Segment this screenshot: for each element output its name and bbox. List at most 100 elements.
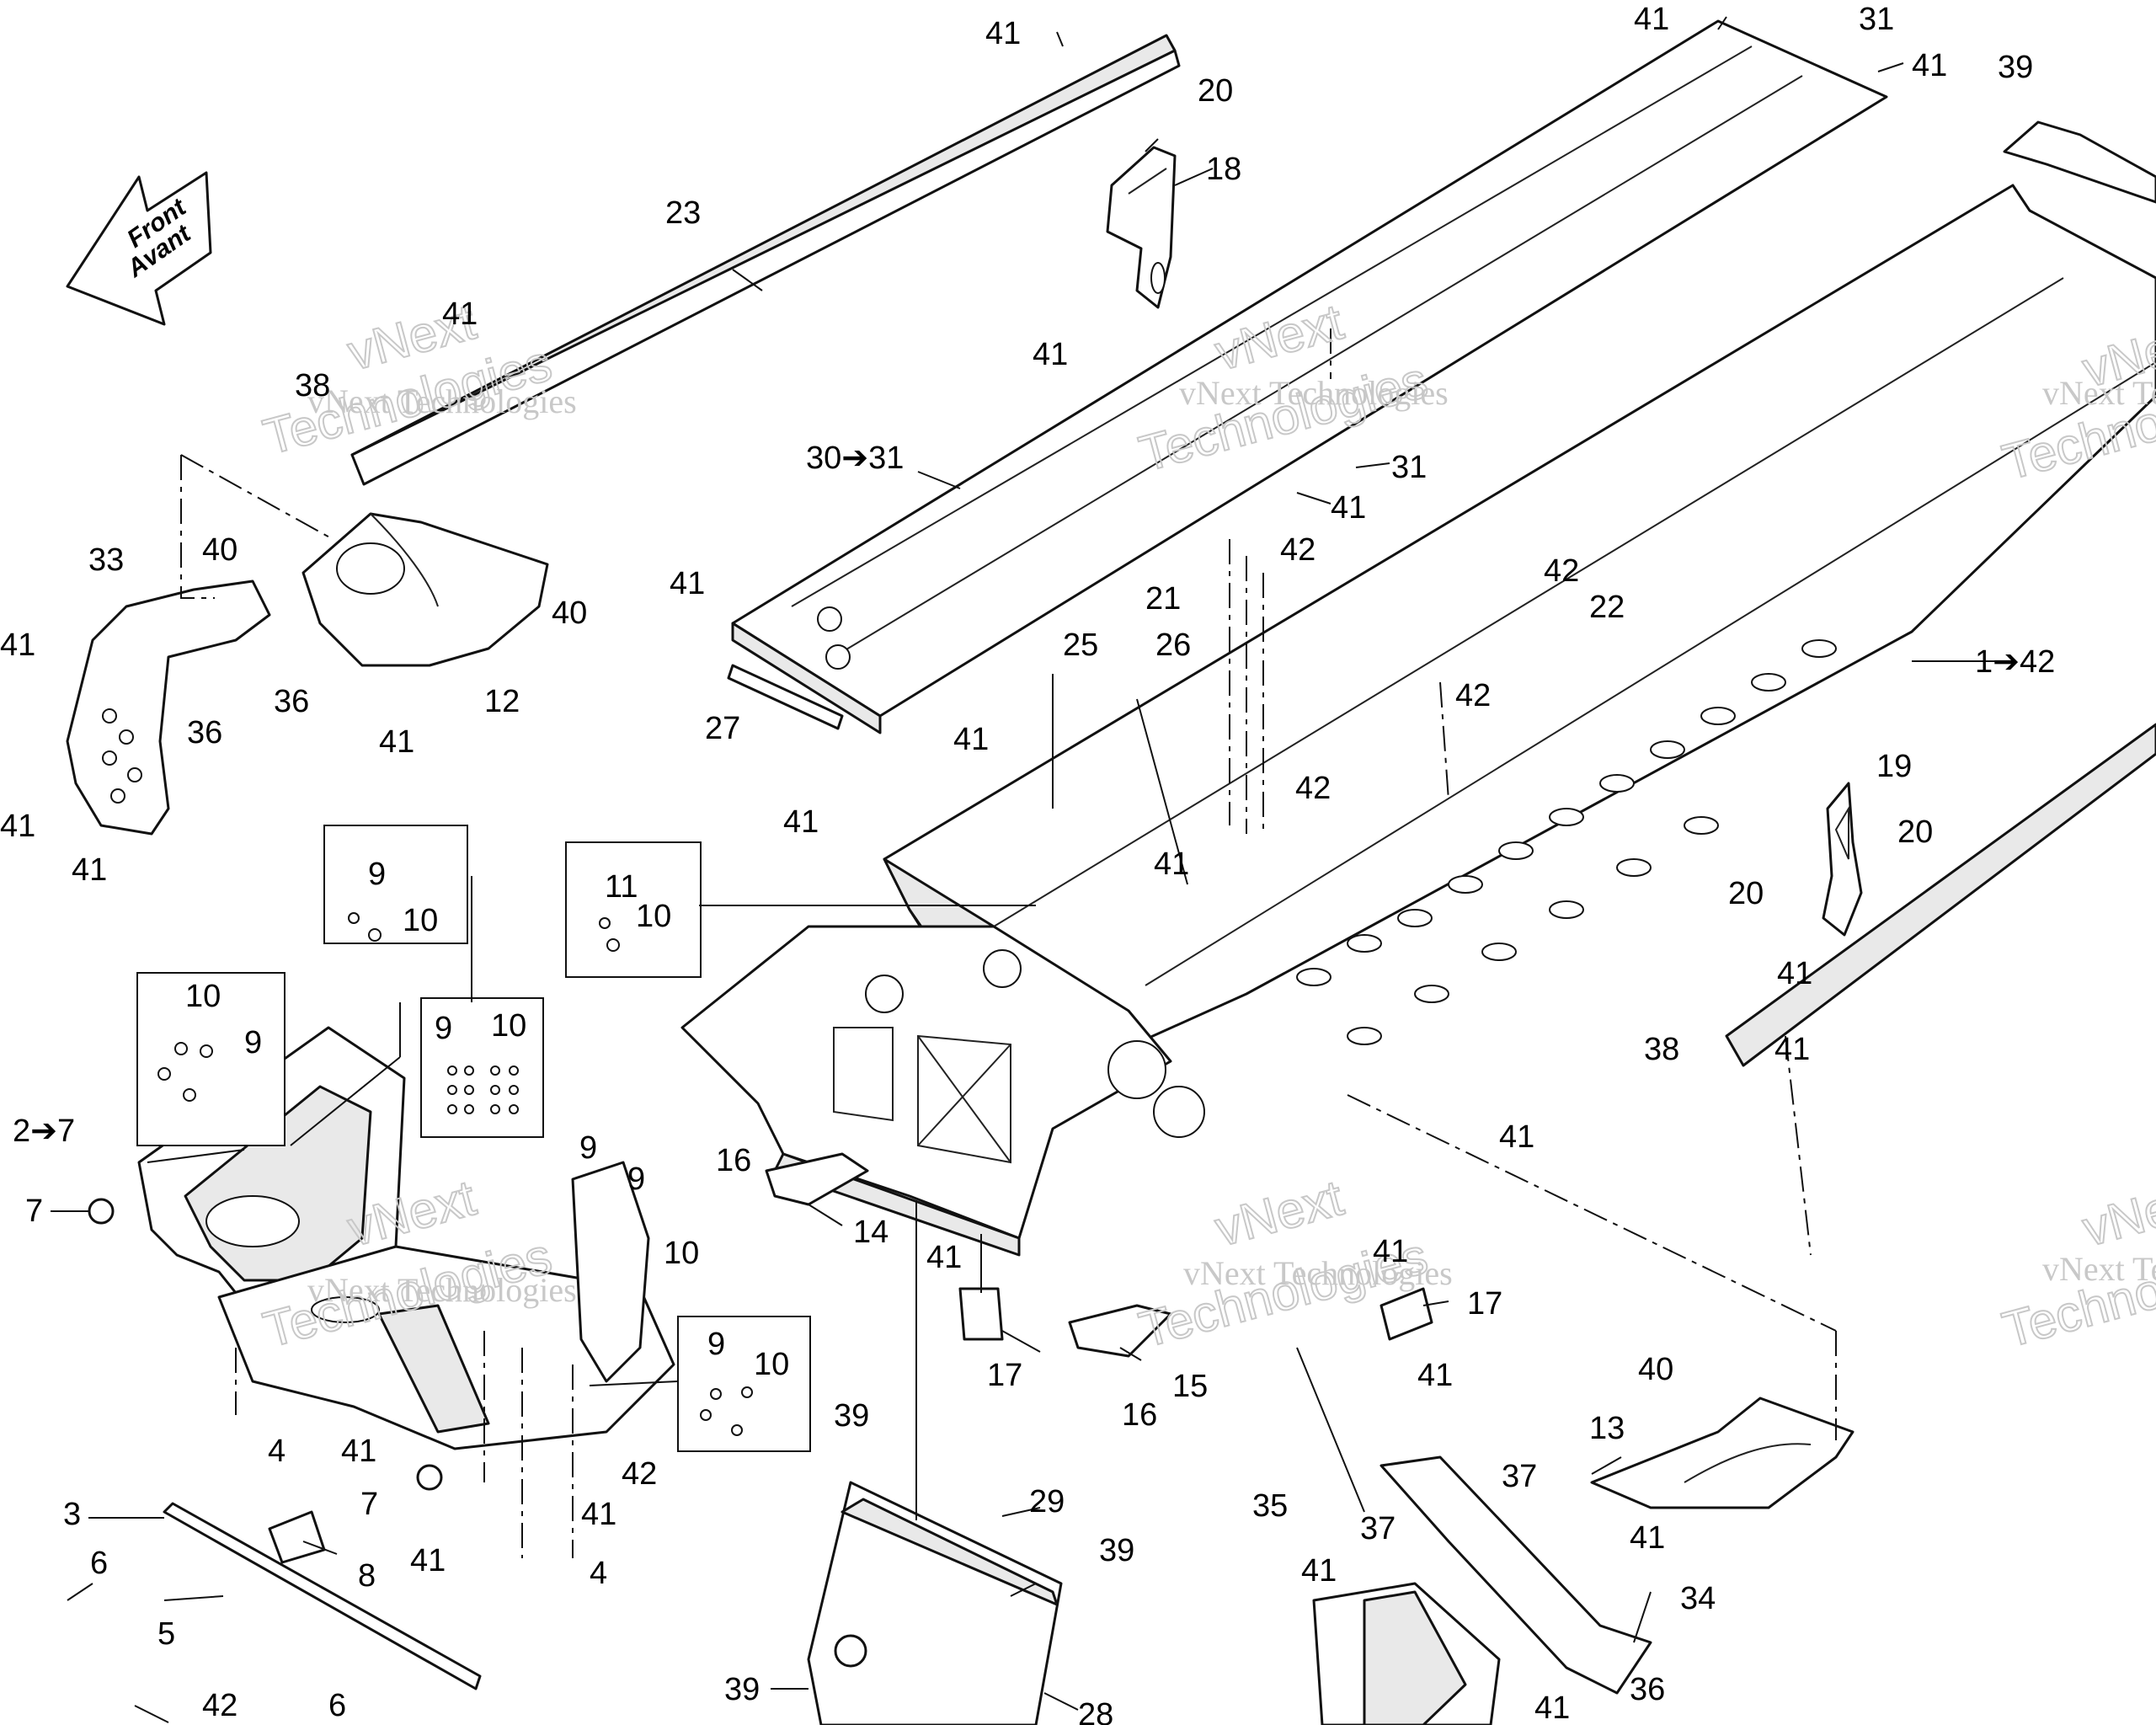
callout-label: 15 <box>1172 1369 1208 1404</box>
fasteners-box-contents <box>157 912 753 1436</box>
callout-label: 29 <box>1029 1484 1065 1519</box>
callout-label: 25 <box>1063 628 1098 663</box>
crossbar-part-3 <box>163 1502 482 1690</box>
callout-label: 42 <box>1455 678 1491 713</box>
callout-label: 7 <box>360 1487 378 1522</box>
callout-label: 27 <box>705 711 740 746</box>
callout-label: 42 <box>202 1688 237 1723</box>
callout-label: 41 <box>985 16 1021 51</box>
callout-label: 34 <box>1680 1581 1716 1616</box>
callout-label: 30➔31 <box>806 441 904 476</box>
callout-label: 42 <box>1280 532 1315 568</box>
callout-label: 39 <box>1998 50 2033 85</box>
callout-label: 41 <box>1534 1690 1570 1725</box>
bracket-part-33 <box>66 579 271 836</box>
callout-label: 5 <box>157 1616 175 1652</box>
bushing-part-7-lower <box>416 1464 443 1491</box>
callout-label: 41 <box>926 1240 962 1275</box>
callout-label: 39 <box>834 1398 869 1434</box>
callout-label: 16 <box>716 1143 751 1178</box>
callout-label: 41 <box>1634 2 1669 37</box>
watermark-text: vNext <box>1209 1169 1349 1257</box>
hardware-box-9-10-grid <box>420 997 544 1138</box>
callout-label: 26 <box>1155 628 1191 663</box>
bushing-part-7-upper <box>88 1198 115 1225</box>
plate-part-8 <box>268 1510 326 1564</box>
callout-label: 40 <box>552 595 587 631</box>
callout-label: 33 <box>88 542 124 578</box>
alignment-lines <box>180 328 1837 1558</box>
callout-label: 41 <box>1373 1234 1408 1269</box>
rail-part-23 <box>350 34 1181 486</box>
watermark-text: vNext <box>2077 1169 2156 1257</box>
callout-label: 39 <box>1099 1533 1134 1568</box>
callout-label: 13 <box>1589 1411 1625 1446</box>
callout-label: 20 <box>1728 876 1764 911</box>
callout-label: 17 <box>987 1358 1022 1393</box>
strip-part-27 <box>727 664 844 730</box>
callout-label: 4 <box>268 1434 286 1469</box>
callout-label: 41 <box>1417 1358 1453 1393</box>
callout-label: 37 <box>1360 1511 1396 1546</box>
callout-label: 19 <box>1876 749 1912 784</box>
callout-label: 41 <box>1033 337 1068 372</box>
callout-label: 20 <box>1198 73 1233 109</box>
callout-label: 31 <box>1391 450 1427 485</box>
leader-lines <box>51 16 2004 1723</box>
hardware-box-9-10-top <box>323 825 468 944</box>
callout-label: 41 <box>1499 1119 1534 1155</box>
callout-label: 41 <box>72 852 107 888</box>
callout-label: 7 <box>25 1194 43 1229</box>
hardware-box-9-10-bottom <box>677 1316 811 1452</box>
callout-label: 42 <box>1544 553 1579 589</box>
callout-label: 20 <box>1897 814 1933 850</box>
callout-label: 41 <box>1777 956 1812 991</box>
callout-label: 12 <box>484 684 520 719</box>
callout-label: 22 <box>1589 590 1625 625</box>
callout-label: 40 <box>202 532 237 568</box>
callout-labels: 41 23 20 18 41 31 41 39 41 38 41 30➔31 3… <box>0 2 2055 1725</box>
callout-label: 42 <box>1295 771 1331 806</box>
bracket-part-12 <box>302 512 549 667</box>
callout-label: 17 <box>1467 1286 1502 1322</box>
callout-label: 36 <box>1630 1672 1665 1707</box>
callout-label: 41 <box>1154 846 1189 882</box>
callout-label: 18 <box>1206 152 1241 187</box>
callout-label: 41 <box>341 1434 376 1469</box>
callout-label: 9 <box>368 857 386 892</box>
tunnel-side-vents <box>1296 639 1837 1045</box>
callout-label: 31 <box>1859 2 1894 37</box>
callout-label: 41 <box>953 722 989 757</box>
callout-label: 11 <box>605 869 638 905</box>
callout-label: 41 <box>1912 48 1947 83</box>
callout-label: 4 <box>590 1556 607 1591</box>
callout-label: 28 <box>1078 1697 1113 1725</box>
watermark-text: vNext Technologies <box>1183 1254 1453 1292</box>
callout-label: 10 <box>664 1236 699 1271</box>
tunnel-top-panel-30-31 <box>731 19 1888 734</box>
callout-label: 41 <box>0 809 35 844</box>
bracket-part-19 <box>1822 782 1863 937</box>
callout-label: 9 <box>244 1025 262 1060</box>
callout-label: 10 <box>754 1347 789 1382</box>
hardware-box-10-9-left <box>136 972 286 1146</box>
callout-label: 36 <box>187 715 222 750</box>
callout-label: 35 <box>1252 1488 1288 1524</box>
callout-label: 9 <box>627 1162 645 1197</box>
watermark-text: vNext Technologies <box>1179 374 1449 412</box>
callout-label: 10 <box>185 979 221 1014</box>
callout-label: 41 <box>442 296 478 332</box>
callout-label: 10 <box>403 903 438 938</box>
callout-label: 37 <box>1502 1459 1537 1494</box>
callout-label: 42 <box>622 1456 657 1492</box>
callout-label: 41 <box>410 1543 446 1578</box>
radiator-part-28 <box>807 1481 1063 1725</box>
rail-right-lower <box>1725 723 2156 1067</box>
callout-label: 41 <box>0 628 35 663</box>
footrest-part-15 <box>1068 1304 1172 1358</box>
callout-label: 23 <box>665 195 701 231</box>
callout-label: 14 <box>853 1215 889 1250</box>
callout-label: 41 <box>1774 1032 1810 1067</box>
rear-right-top-bracket <box>2003 120 2156 204</box>
